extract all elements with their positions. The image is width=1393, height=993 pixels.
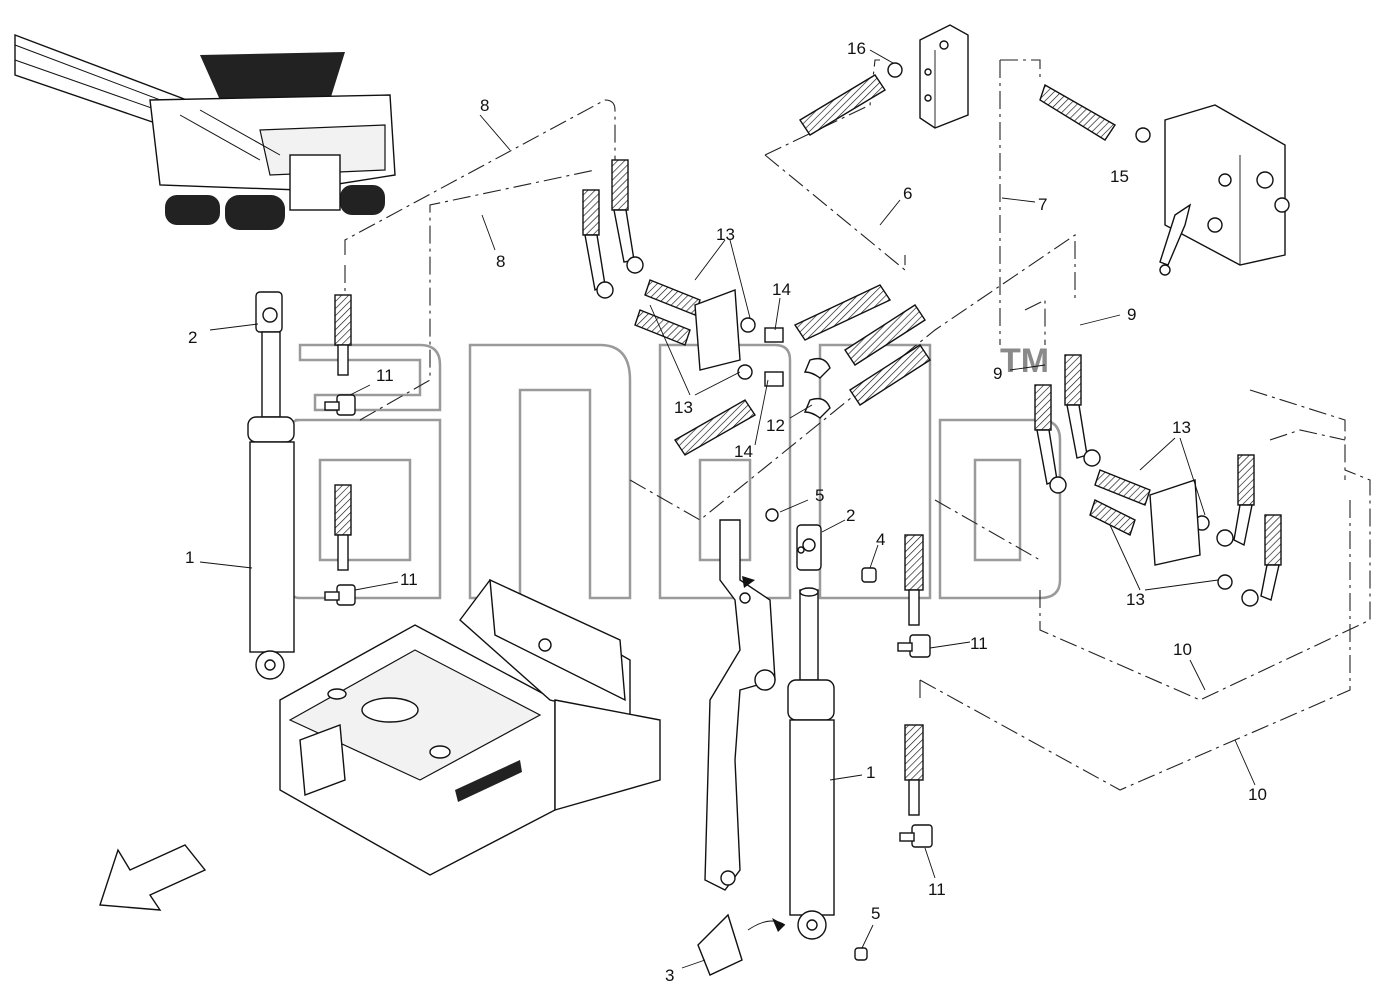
callout-2: 2 (846, 506, 855, 525)
hose-fitting (799, 74, 886, 136)
watermark-logo: TM (288, 342, 1062, 600)
callout-4: 4 (876, 530, 885, 549)
elbow-fitting-icon (1049, 476, 1067, 494)
leader-lines (199, 49, 1256, 969)
document-pouch (697, 913, 786, 976)
ball-valve-icon (897, 634, 931, 658)
pointer-arrow-icon (742, 576, 755, 588)
bolt-icon (861, 567, 877, 583)
callout-14: 14 (734, 442, 753, 461)
hose-fitting (904, 534, 924, 626)
hose-fitting (1094, 469, 1151, 506)
adapter-fitting-icon (887, 62, 903, 78)
fittings (324, 62, 1259, 961)
callout-2: 2 (188, 328, 197, 347)
hose-fitting (849, 344, 931, 406)
callout-15: 15 (1110, 167, 1129, 186)
callout-13: 13 (1126, 590, 1145, 609)
callout-1: 1 (866, 763, 875, 782)
callout-16: 16 (847, 39, 866, 58)
callout-6: 6 (903, 184, 912, 203)
valve-handle-icon (1159, 203, 1192, 266)
callout-11: 11 (928, 880, 946, 899)
hose-fitting (582, 189, 606, 292)
mounting-bracket-arm (704, 519, 776, 891)
hose-fitting (1089, 499, 1136, 536)
bolt-icon (765, 508, 779, 522)
callout-11: 11 (970, 634, 988, 653)
bracket-plate (1149, 479, 1201, 566)
callout-10: 10 (1248, 785, 1267, 804)
callout-5: 5 (871, 904, 880, 923)
hose-fitting (844, 304, 926, 366)
ball-valve-icon (899, 824, 933, 848)
pin-icon (797, 546, 805, 554)
watermark-trademark: TM (1000, 342, 1049, 380)
ball-valve-icon (324, 584, 356, 606)
elbow-fitting-icon (803, 397, 831, 419)
callout-7: 7 (1038, 195, 1047, 214)
callout-14: 14 (772, 280, 791, 299)
callout-8: 8 (480, 96, 489, 115)
callout-13: 13 (1172, 418, 1191, 437)
callout-3: 3 (665, 966, 674, 985)
callout-1: 1 (185, 548, 194, 567)
distribution-block (919, 24, 969, 129)
elbow-fitting-icon (626, 256, 644, 274)
ball-valve-icon (324, 394, 356, 416)
hydraulic-cylinder-center (787, 524, 835, 940)
bracket-plate (694, 289, 741, 371)
callout-13: 13 (716, 225, 735, 244)
elbow-fitting-icon (1241, 589, 1259, 607)
hose-fitting (793, 284, 892, 341)
callout-10: 10 (1173, 640, 1192, 659)
control-valve-block (1159, 104, 1290, 276)
hose-fitting (1064, 354, 1088, 459)
machine-frame (279, 578, 661, 876)
hose-fitting (644, 279, 701, 316)
nut-icon (854, 947, 868, 961)
hose-fitting (904, 724, 924, 816)
hose-fitting (1260, 514, 1282, 601)
callout-12: 12 (766, 416, 785, 435)
elbow-fitting-icon (803, 357, 831, 379)
hydraulic-cylinder-left (247, 291, 295, 680)
hose-fitting (334, 484, 352, 571)
nut-icon (1217, 574, 1233, 590)
hose-fitting (611, 159, 635, 263)
tee-fitting-icon (764, 327, 784, 343)
callout-9: 9 (1127, 305, 1136, 324)
hoses (334, 74, 1282, 816)
hose-fitting (1233, 454, 1255, 547)
tee-fitting-icon (764, 371, 784, 387)
callout-11: 11 (400, 570, 418, 589)
hose-fitting (674, 399, 756, 456)
callout-9: 9 (993, 364, 1002, 383)
hose-fitting (334, 294, 352, 376)
callout-5: 5 (815, 486, 824, 505)
hose-fitting (634, 309, 691, 346)
callout-8: 8 (496, 252, 505, 271)
nut-icon (740, 317, 756, 333)
machine-overview-image (14, 33, 396, 230)
hose-fitting (1034, 384, 1058, 485)
elbow-fitting-icon (1216, 529, 1234, 547)
nut-icon (737, 364, 753, 380)
elbow-fitting-icon (596, 281, 614, 299)
adapter-fitting-icon (1135, 127, 1151, 143)
elbow-fitting-icon (1083, 449, 1101, 467)
callout-11: 11 (376, 366, 394, 385)
hose-fitting (1039, 83, 1116, 141)
callout-13: 13 (674, 398, 693, 417)
callout-labels: 1 1 2 2 3 4 5 5 6 7 8 8 9 9 10 10 11 11 … (185, 39, 1267, 985)
direction-arrow-icon (99, 844, 207, 911)
